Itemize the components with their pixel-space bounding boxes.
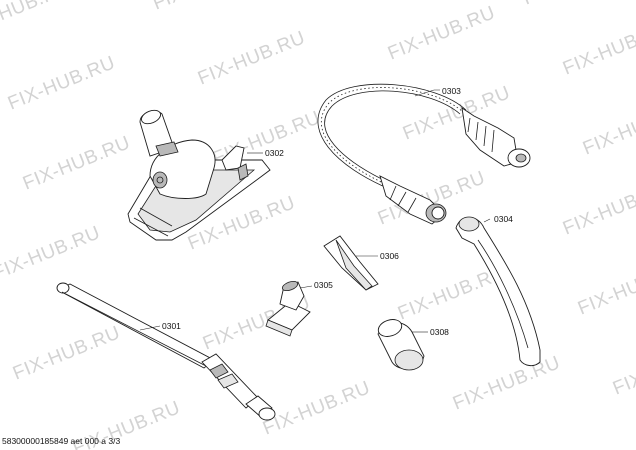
floor-nozzle-drawing: 0302 (127, 109, 284, 241)
part-label-0305: 0305 (314, 280, 333, 290)
upholstery-tool-drawing: 0305 (265, 280, 333, 337)
document-footer-code: 58300000185849 aet 000 a 3/3 (2, 436, 121, 446)
part-label-0306: 0306 (380, 251, 399, 261)
part-label-0303: 0303 (442, 86, 461, 96)
adapter-nozzle-drawing: 0308 (377, 319, 449, 371)
part-label-0302: 0302 (265, 148, 284, 158)
handle-drawing: 0304 (455, 214, 541, 367)
telescopic-tube-drawing: 0301 (56, 282, 276, 421)
crevice-tool-drawing: 0306 (323, 235, 399, 291)
part-label-0308: 0308 (430, 327, 449, 337)
hose-drawing: 0303 (317, 83, 531, 225)
part-label-0304: 0304 (494, 214, 513, 224)
part-label-0301: 0301 (162, 321, 181, 331)
